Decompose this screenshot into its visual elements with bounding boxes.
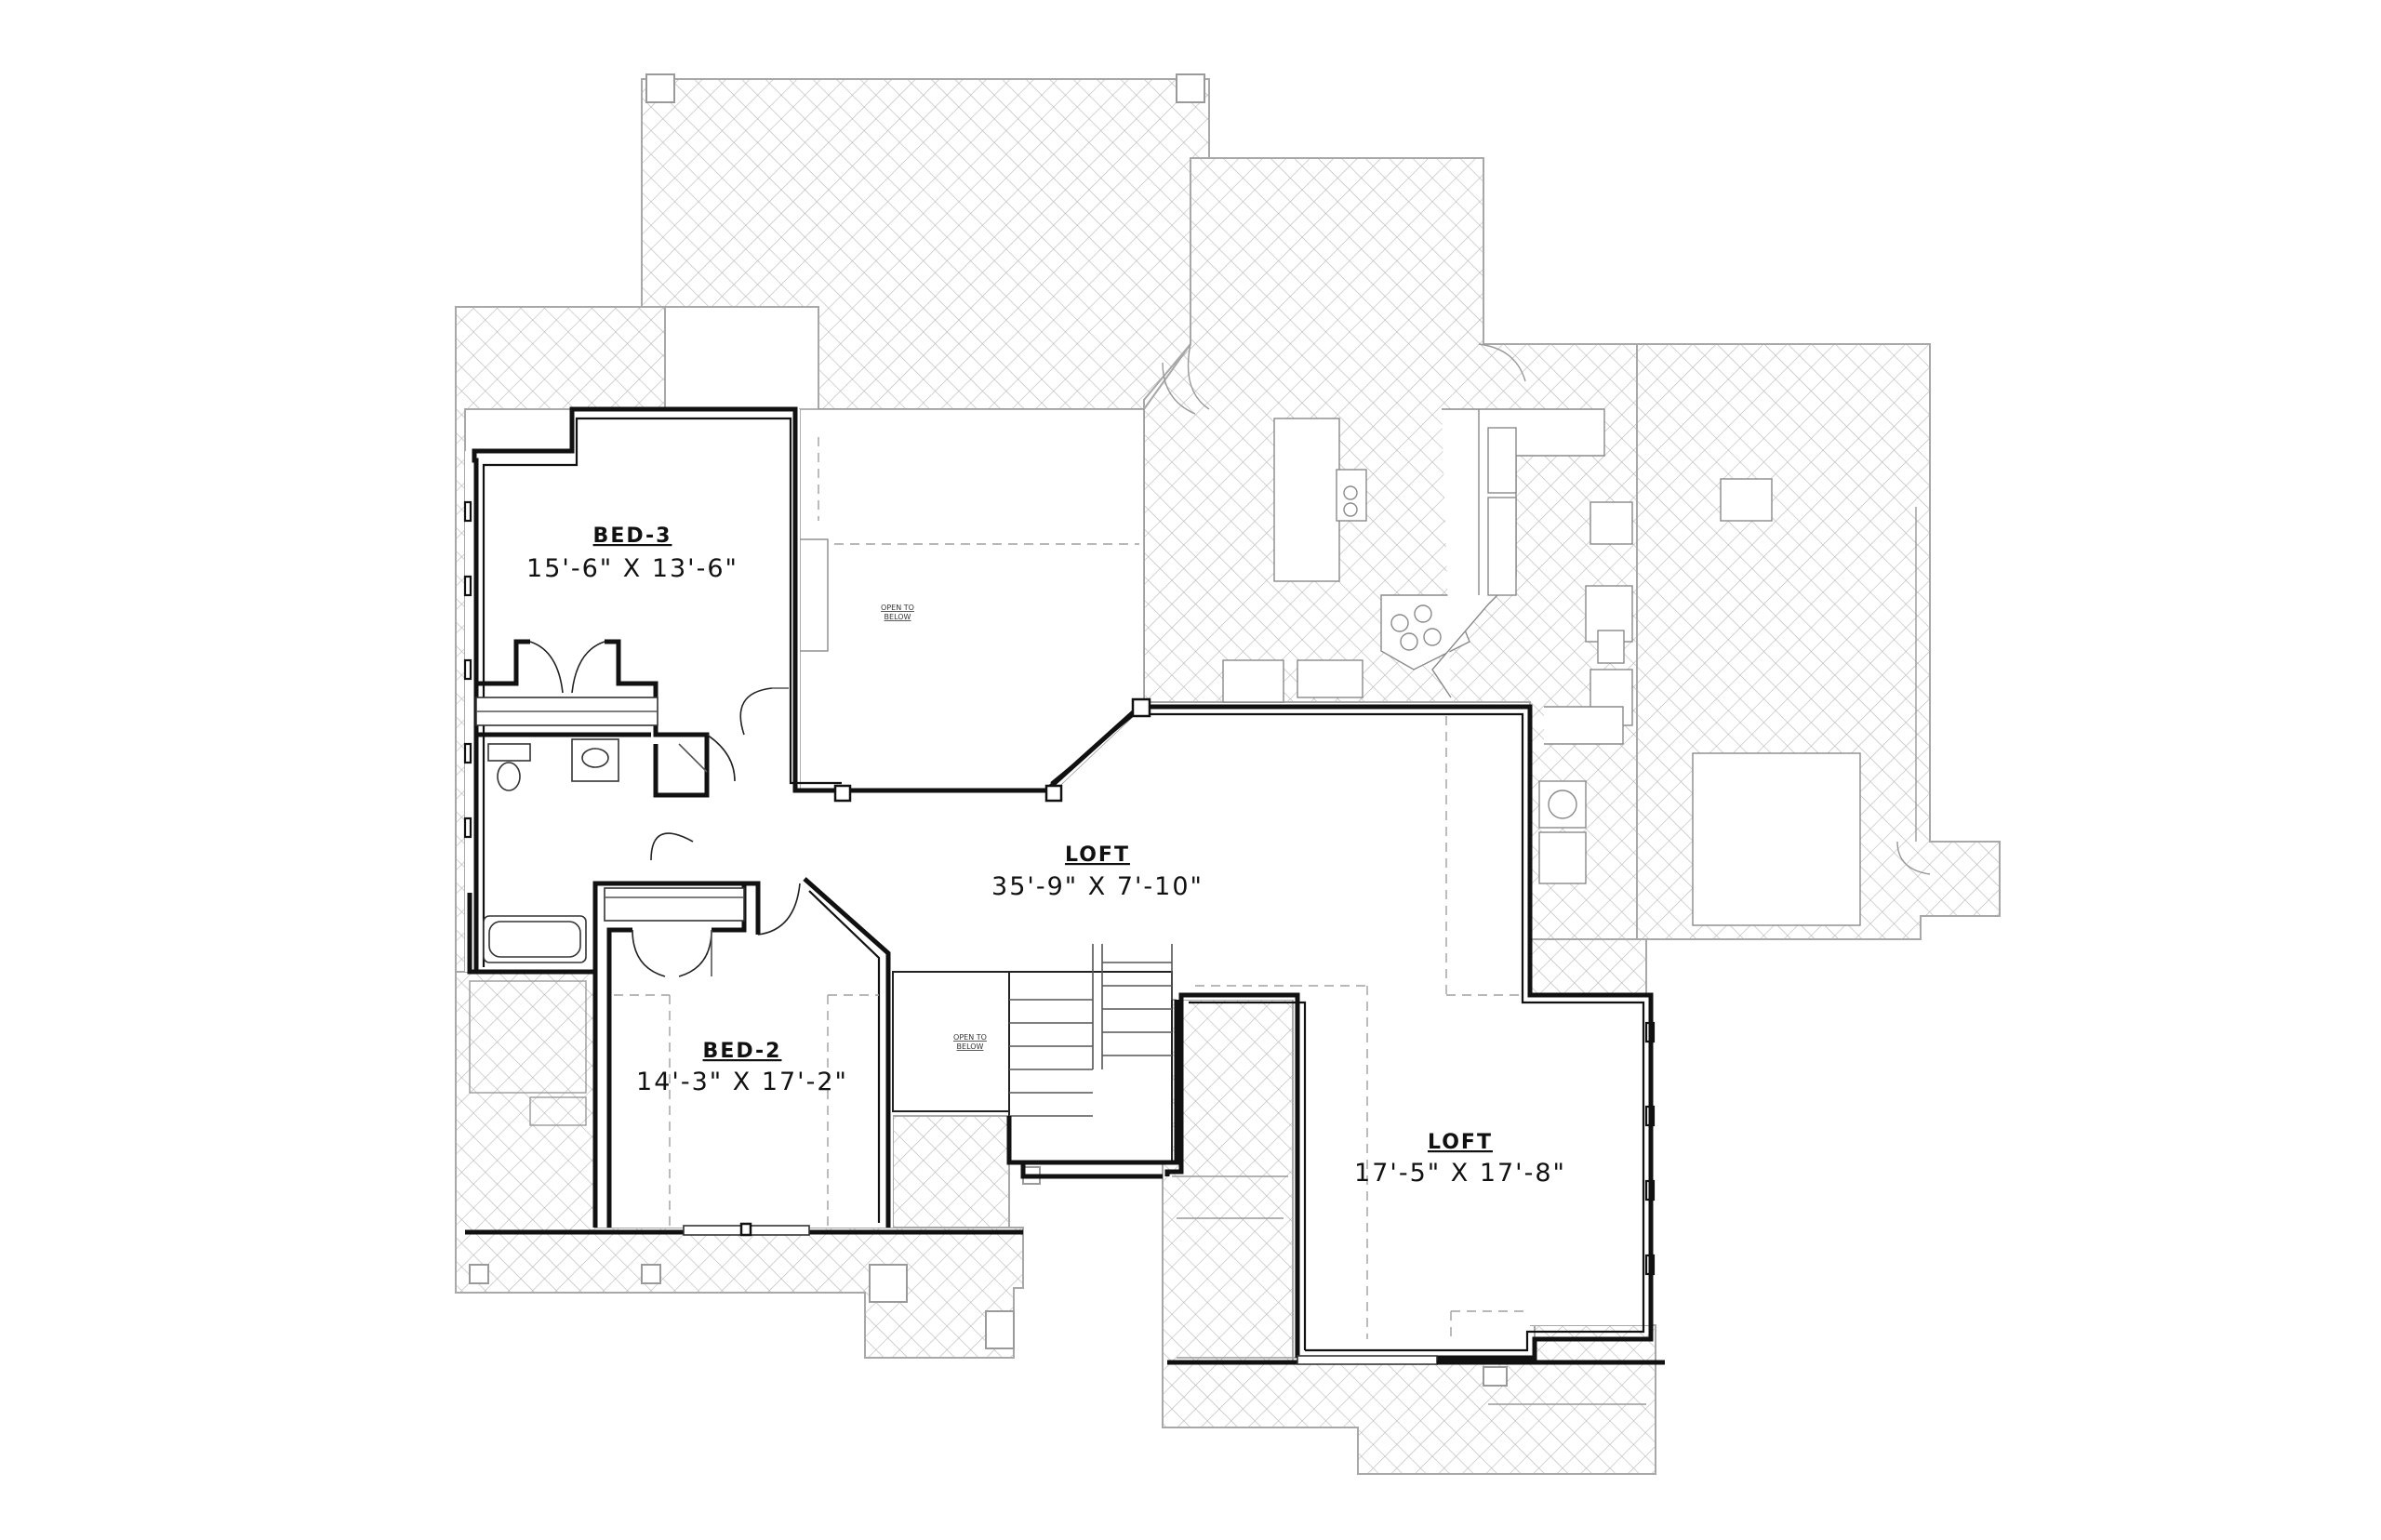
column xyxy=(833,784,852,803)
wall-bed3-closet xyxy=(476,639,530,686)
garage-box xyxy=(1692,752,1861,926)
roof-front-porch xyxy=(641,78,1210,410)
bath-door xyxy=(650,832,694,861)
bed3-dims: 15'-6" X 13'-6" xyxy=(526,554,738,583)
loft-main-name: LOFT xyxy=(1065,843,1130,867)
open-to-below-note-2: BELOW xyxy=(885,613,911,621)
porch-post xyxy=(645,73,675,103)
bed2-dims: 14'-3" X 17'-2" xyxy=(636,1068,848,1096)
open-to-below-upper xyxy=(799,408,1145,791)
open-to-below-stair xyxy=(892,971,1010,1112)
bed3-door xyxy=(739,687,773,736)
bed3-closet-doors xyxy=(529,641,605,694)
wall-bed3-west xyxy=(472,406,842,972)
roof-middle-lower xyxy=(892,1115,1010,1228)
loft-east-dims: 17'-5" X 17'-8" xyxy=(1354,1159,1566,1188)
loft-east-name: LOFT xyxy=(1428,1131,1493,1154)
lower-level-lines xyxy=(469,73,1931,1405)
bed2-name: BED-2 xyxy=(703,1040,782,1063)
bed2-closet-shelf xyxy=(604,887,745,922)
bed3-name: BED-3 xyxy=(593,524,672,548)
porch-post xyxy=(1176,73,1205,103)
stair-treads xyxy=(1009,944,1173,1117)
roof-lower-right xyxy=(1162,999,1656,1475)
second-floor-interior xyxy=(465,409,1651,1358)
second-floor xyxy=(463,406,1665,1365)
wall-bed2-east xyxy=(803,877,891,1228)
loft-main-dims: 35'-9" X 7'-10" xyxy=(991,872,1204,901)
bath-sink xyxy=(581,748,609,768)
open-to-below-stair-note-1: OPEN TO xyxy=(953,1033,987,1042)
column xyxy=(1044,784,1063,803)
stair xyxy=(1008,971,1173,1163)
kitchen-island xyxy=(1273,418,1340,582)
open-to-below-stair-note-2: BELOW xyxy=(957,1042,984,1051)
column xyxy=(1131,697,1151,718)
open-to-below-note-1: OPEN TO xyxy=(881,604,914,612)
wall-east-loft-inner xyxy=(1164,992,1300,1358)
room-labels: BED-3 15'-6" X 13'-6" LOFT 35'-9" X 7'-1… xyxy=(526,524,1566,1188)
appliance-box xyxy=(1590,501,1633,545)
bath-toilet xyxy=(497,762,521,791)
bed2-door xyxy=(757,883,801,936)
